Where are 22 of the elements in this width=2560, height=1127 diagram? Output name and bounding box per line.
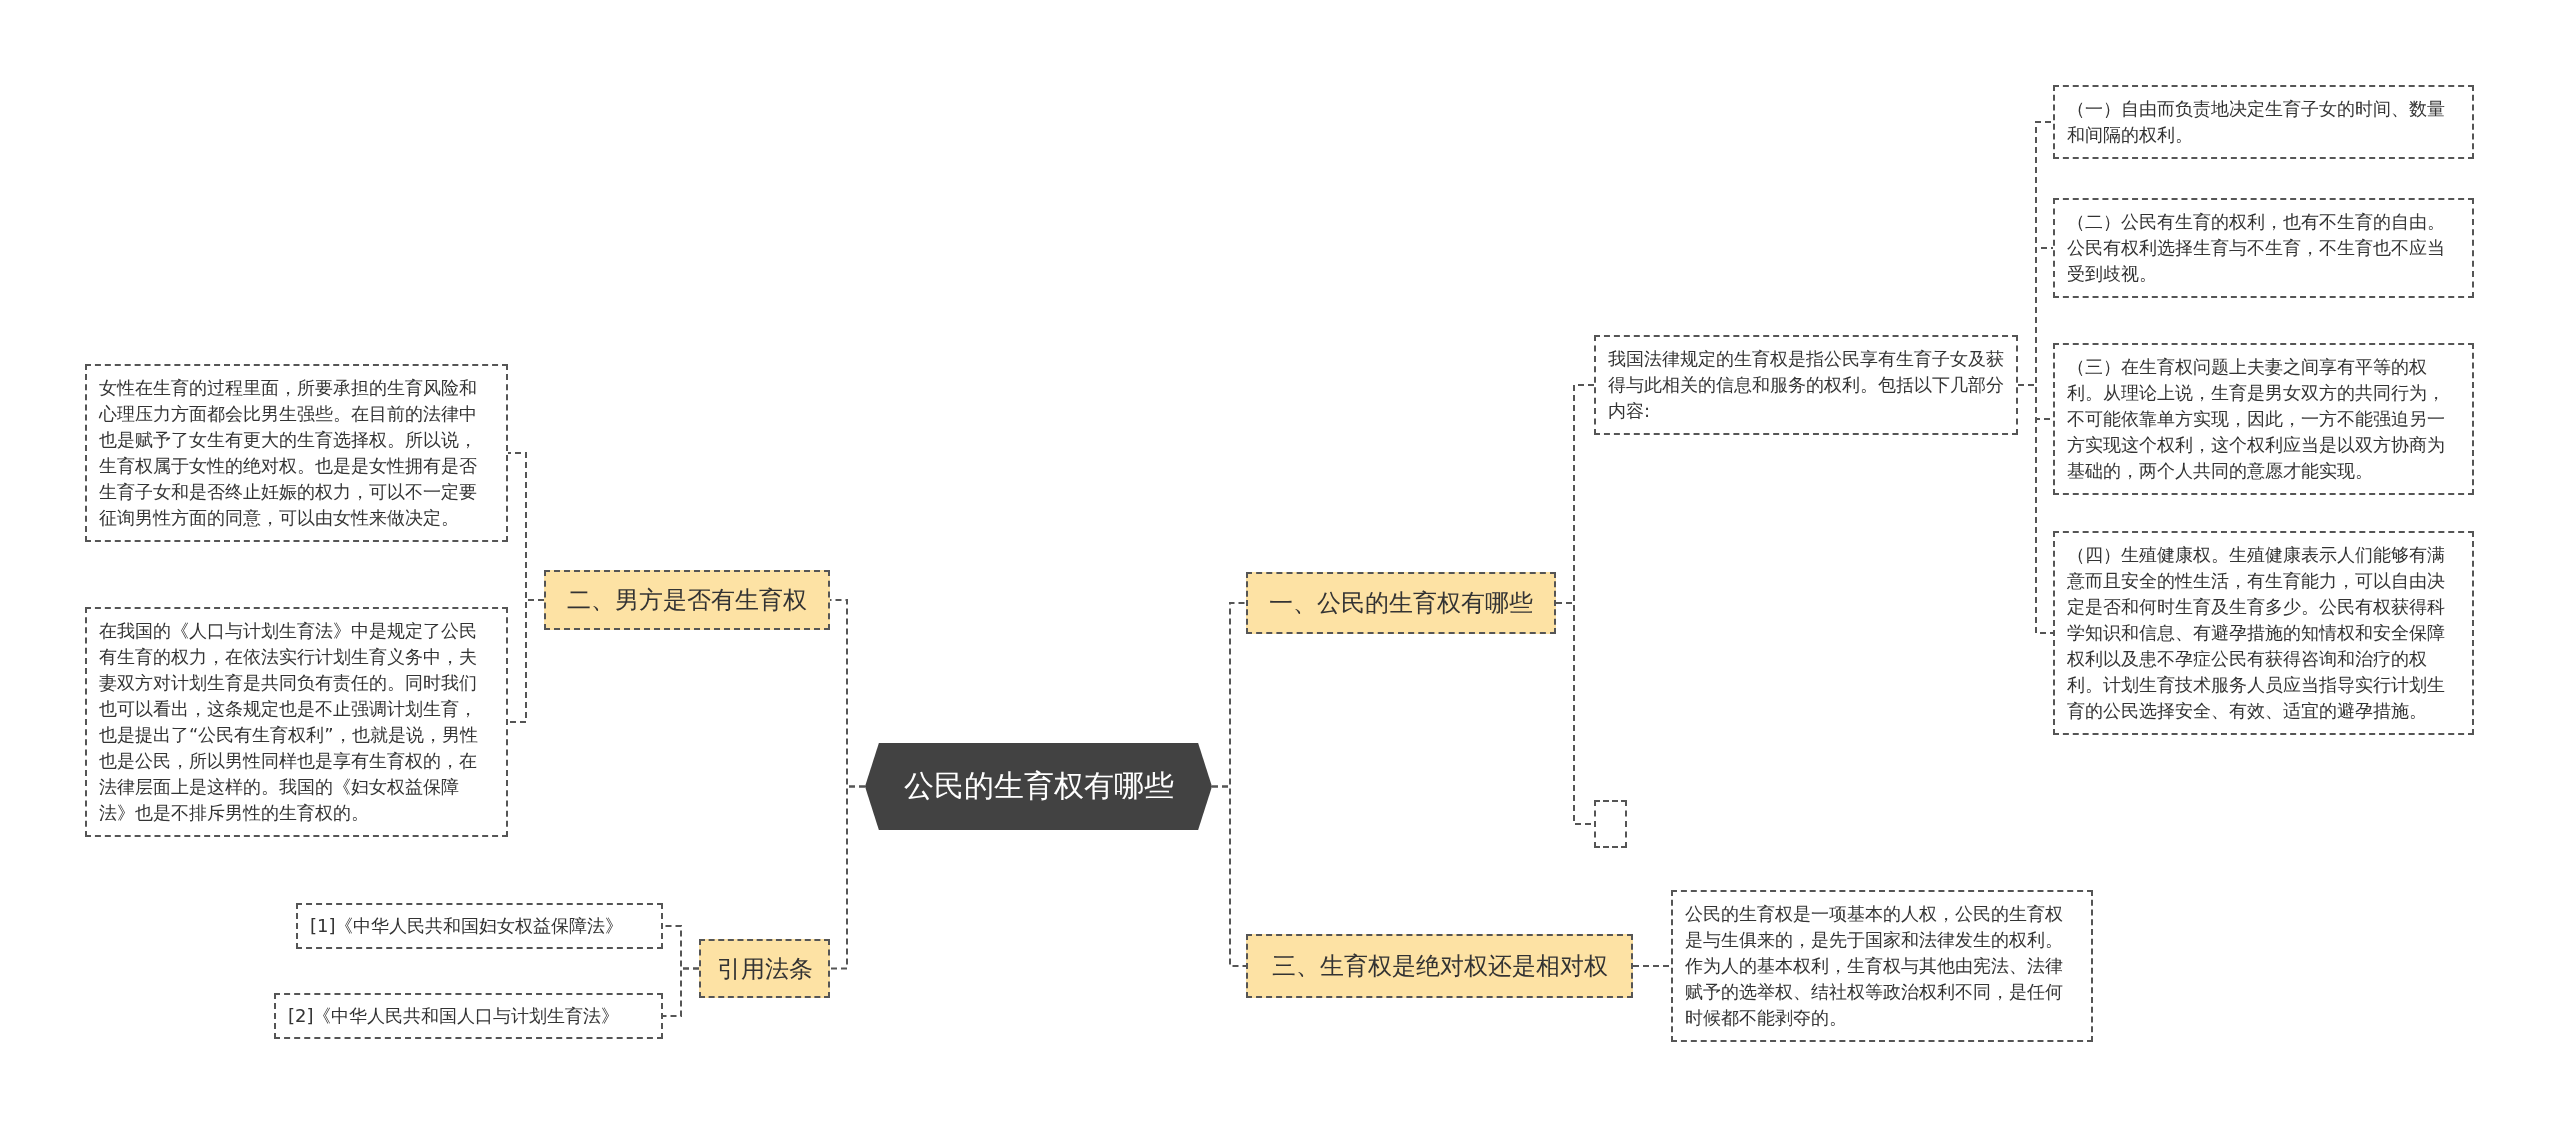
connector	[2017, 384, 2054, 634]
reference-card: [2]《中华人民共和国人口与计划生育法》	[274, 993, 663, 1039]
branch-topic: 三、生育权是绝对权还是相对权	[1246, 934, 1633, 998]
branch-topic: 二、男方是否有生育权	[544, 570, 830, 630]
connector	[662, 967, 700, 1017]
text-card: 在我国的《人口与计划生育法》中是规定了公民有生育的权力，在依法实行计划生育义务中，夫妻双方对计划生育是共同负有责任的。同时我们也可以看出，这条规定也是不止强调计划生育，也是提出了“公民有生育权利”，也就是说，男性也是公民，所以男性同样也是享有生育权的，在法律层面上是这样的。我国的《妇女权益保障法》也是不排斥男性的生育权的。	[85, 607, 508, 837]
text-card: 我国法律规定的生育权是指公民享有生育子女及获得与此相关的信息和服务的权利。包括以下几部分内容:	[1594, 335, 2018, 435]
central-topic: 公民的生育权有哪些	[865, 743, 1212, 830]
text-card: （一）自由而负责地决定生育子女的时间、数量和间隔的权利。	[2053, 85, 2474, 159]
connector	[1632, 965, 1672, 967]
text-card: 女性在生育的过程里面，所要承担的生育风险和心理压力方面都会比男生强些。在目前的法律中也是赋予了女生有更大的生育选择权。所以说，生育权属于女性的绝对权。也是是女性拥有是否生育子女和是否终止妊娠的权力，可以不一定要征询男性方面的同意，可以由女性来做决定。	[85, 364, 508, 542]
text-card: （四）生殖健康权。生殖健康表示人们能够有满意而且安全的性生活，有生育能力，可以自由决定是否和何时生育及生育多少。公民有权获得科学知识和信息、有避孕措施的知情权和安全保障权利以及患不孕症公民有获得咨询和治疗的权利。计划生育技术服务人员应当指导实行计划生育的公民选择安全、有效、适宜的避孕措施。	[2053, 531, 2474, 735]
text-card: 公民的生育权是一项基本的人权，公民的生育权是与生俱来的，是先于国家和法律发生的权利。作为人的基本权利，生育权与其他由宪法、法律赋予的选举权、结社权等政治权利不同，是任何时候都不能剥夺的。	[1671, 890, 2093, 1042]
branch-topic: 引用法条	[699, 939, 830, 998]
empty-box	[1594, 800, 1627, 848]
branch-topic: 一、公民的生育权有哪些	[1246, 572, 1556, 634]
connector	[507, 599, 545, 723]
connector	[1211, 785, 1247, 967]
connector	[829, 785, 866, 970]
reference-card: [1]《中华人民共和国妇女权益保障法》	[296, 903, 663, 949]
text-card: （二）公民有生育的权利，也有不生育的自由。公民有权利选择生育与不生育，不生育也不应当受到歧视。	[2053, 198, 2474, 298]
text-card: （三）在生育权问题上夫妻之间享有平等的权利。从理论上说，生育是男女双方的共同行为，不可能依靠单方实现，因此，一方不能强迫另一方实现这个权利，这个权利应当是以双方协商为基础的，两个人共同的意愿才能实现。	[2053, 343, 2474, 495]
